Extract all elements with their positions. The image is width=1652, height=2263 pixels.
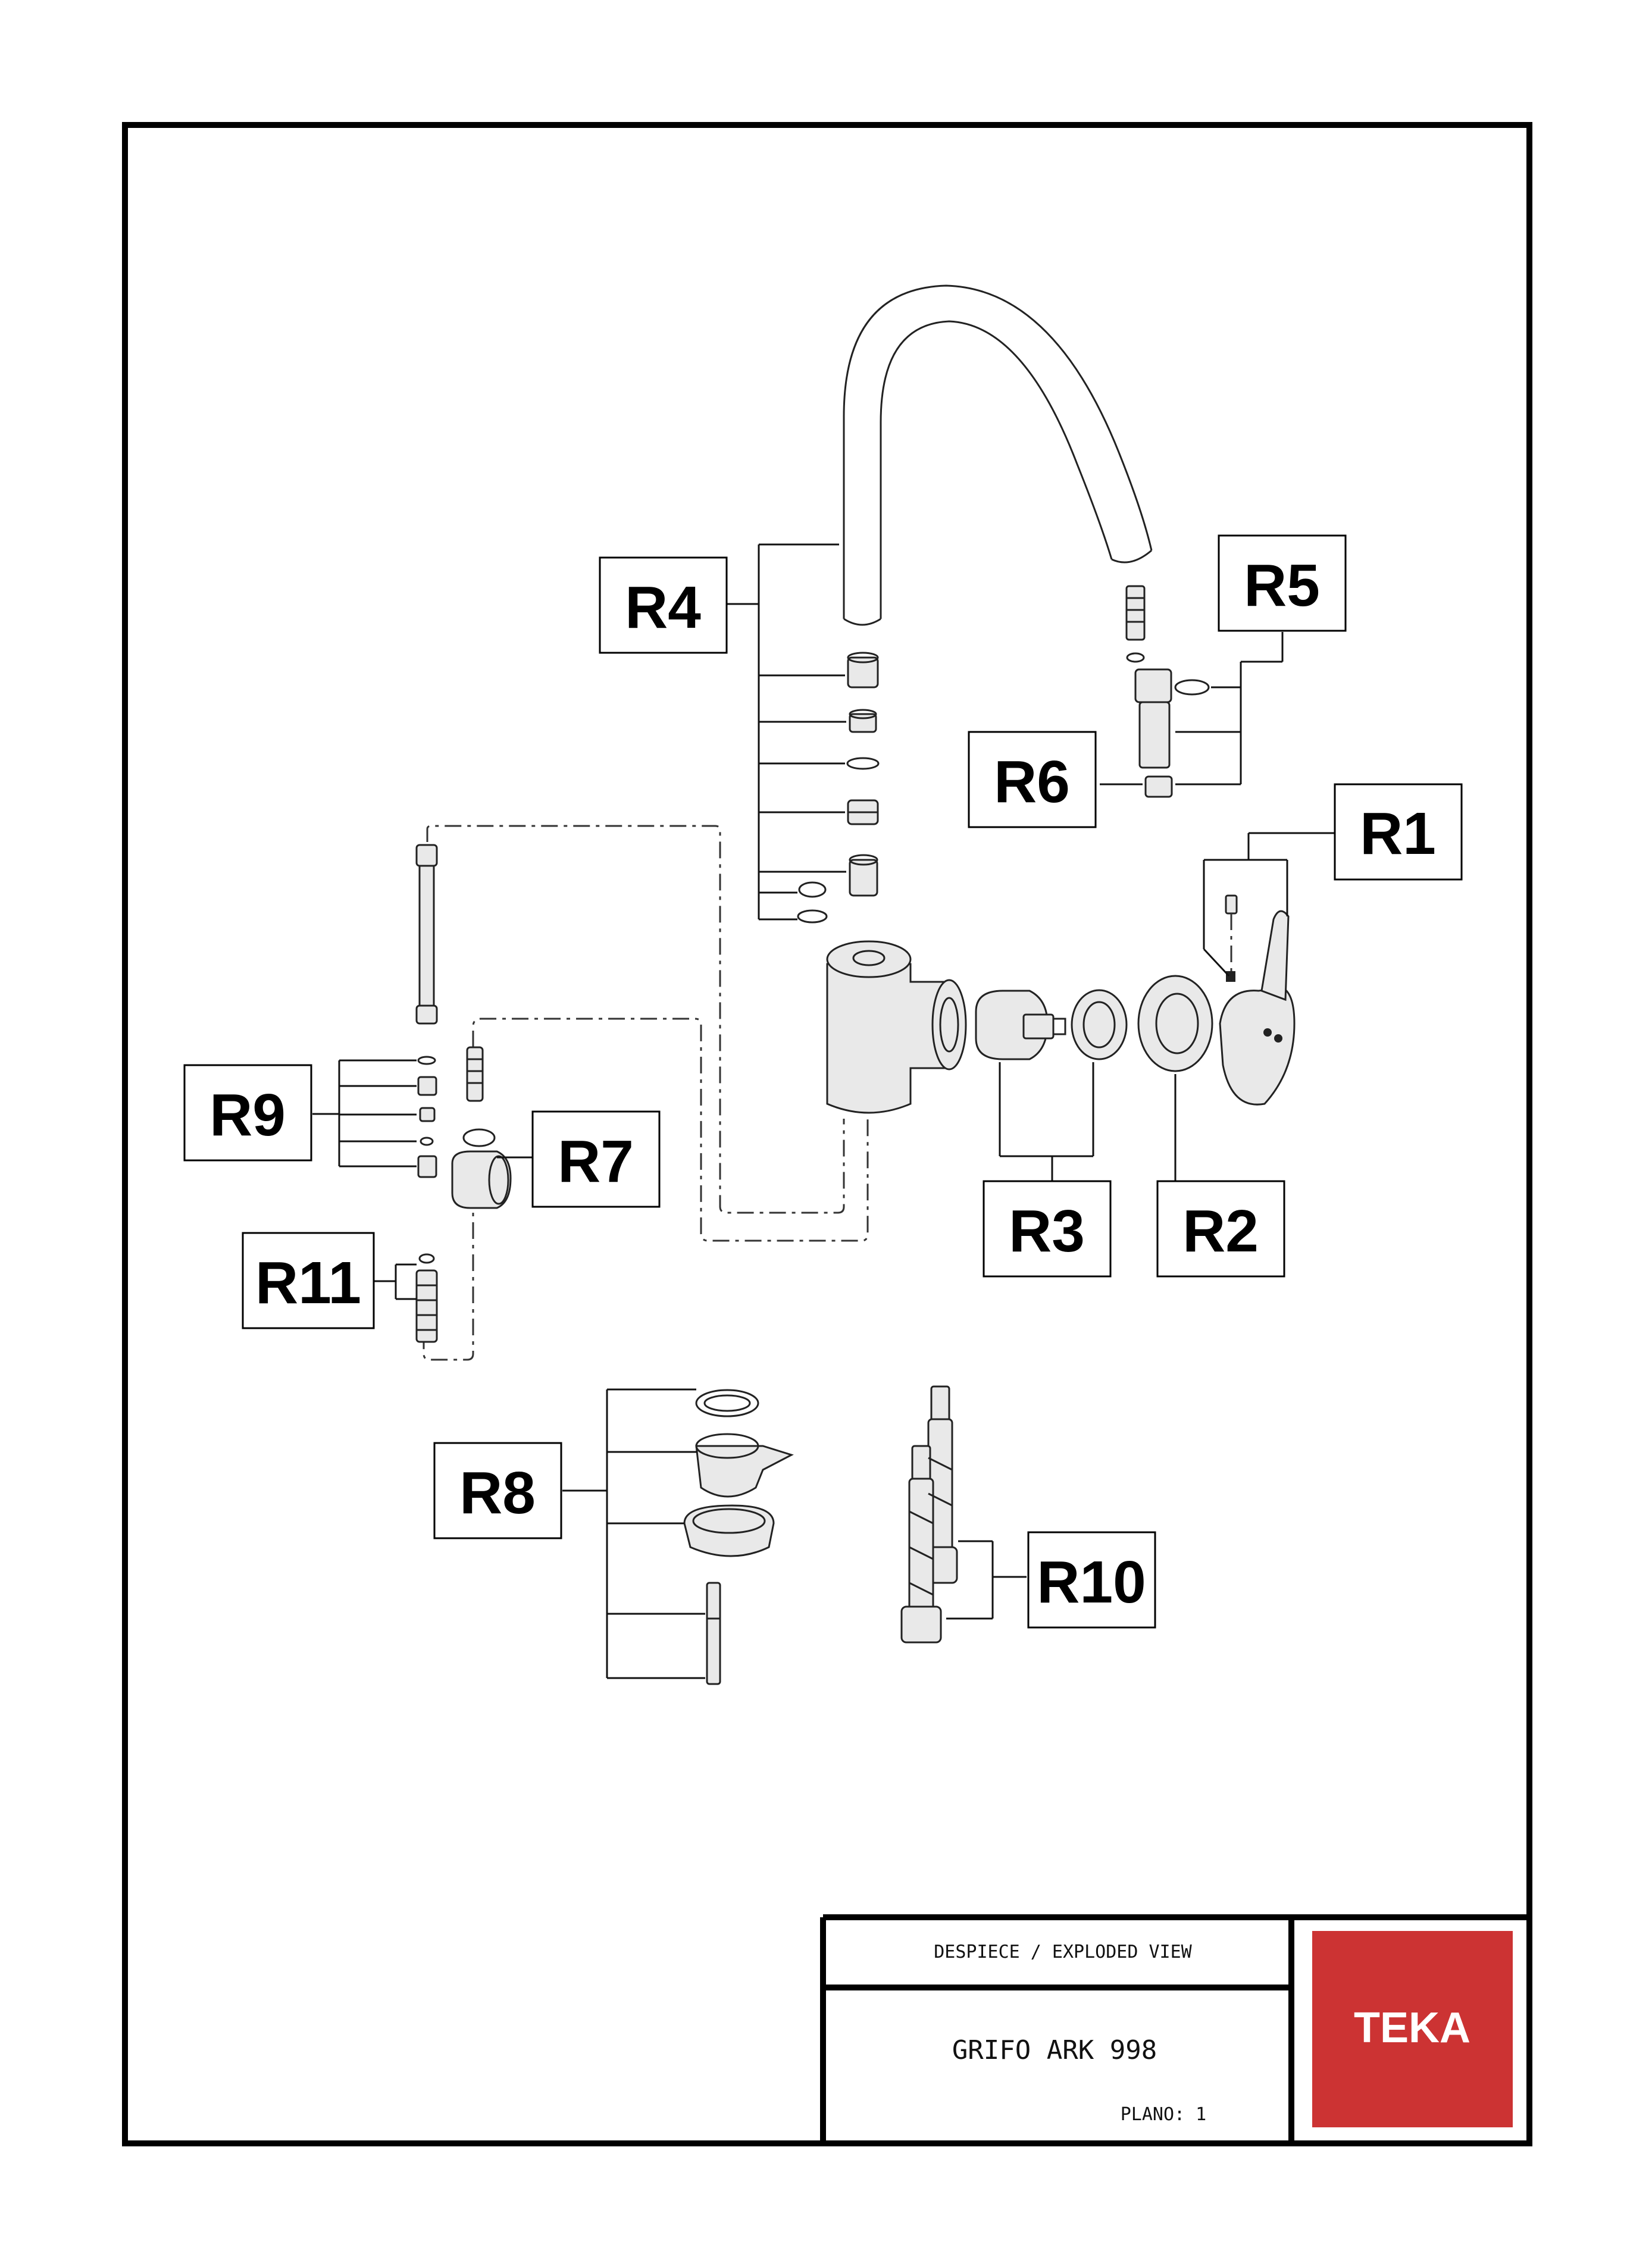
r1-parts [1219,894,1296,1106]
callout-r1-label: R1 [1360,800,1436,867]
callout-r2: R2 [1156,1180,1285,1278]
callout-r5-label: R5 [1244,552,1320,619]
r4-leader [726,543,846,921]
r4-parts [797,652,880,924]
callout-r7: R7 [531,1110,661,1208]
r2-part [1137,975,1213,1072]
callout-r4-label: R4 [625,574,701,641]
r8-parts [683,1389,794,1685]
title-block-plan: PLANO: 1 [1121,2104,1207,2125]
faucet-body [826,940,967,1114]
callout-r4: R4 [599,556,728,654]
teka-logo [1312,1931,1513,2127]
callout-r10: R10 [1027,1531,1156,1629]
r9-leader [312,1059,417,1168]
spout-illustration [843,284,1153,626]
callout-r10-label: R10 [1037,1549,1146,1616]
callout-r6: R6 [968,731,1097,828]
callout-r1: R1 [1334,783,1463,881]
r10-parts [900,1385,958,1644]
r10-leader [946,1540,1027,1620]
callout-r8-label: R8 [459,1460,536,1526]
callout-r7-label: R7 [558,1128,634,1195]
callout-r6-label: R6 [994,749,1070,815]
callout-r9-label: R9 [209,1082,286,1148]
callout-r3-label: R3 [1009,1198,1085,1264]
r3-leader [999,1062,1094,1181]
r11-parts [415,1253,438,1343]
r3-parts [975,989,1128,1060]
callout-r2-label: R2 [1182,1198,1259,1264]
teka-logo-text: TEKA [1354,2004,1470,2052]
callout-r11: R11 [242,1232,375,1329]
r11-leader [374,1263,417,1300]
title-block: DESPIECE / EXPLODED VIEW GRIFO ARK 998 P… [820,1914,1529,2143]
r5-r6-parts [1125,585,1210,798]
assembly-paths [423,825,869,1361]
r5-leader [1175,632,1284,785]
callout-r11-label: R11 [255,1250,361,1316]
r8-leader [562,1388,705,1679]
callout-r5: R5 [1218,534,1347,632]
title-block-product: GRIFO ARK 998 [952,2035,1157,2065]
r1-leader [1203,832,1336,977]
r7-parts [451,1046,512,1209]
callout-r3: R3 [983,1180,1112,1278]
drawing-frame [122,122,1532,2146]
callout-r8: R8 [433,1442,562,1539]
callout-r9: R9 [183,1064,312,1162]
r9-parts [415,844,438,1178]
title-block-header: DESPIECE / EXPLODED VIEW [934,1942,1192,1962]
